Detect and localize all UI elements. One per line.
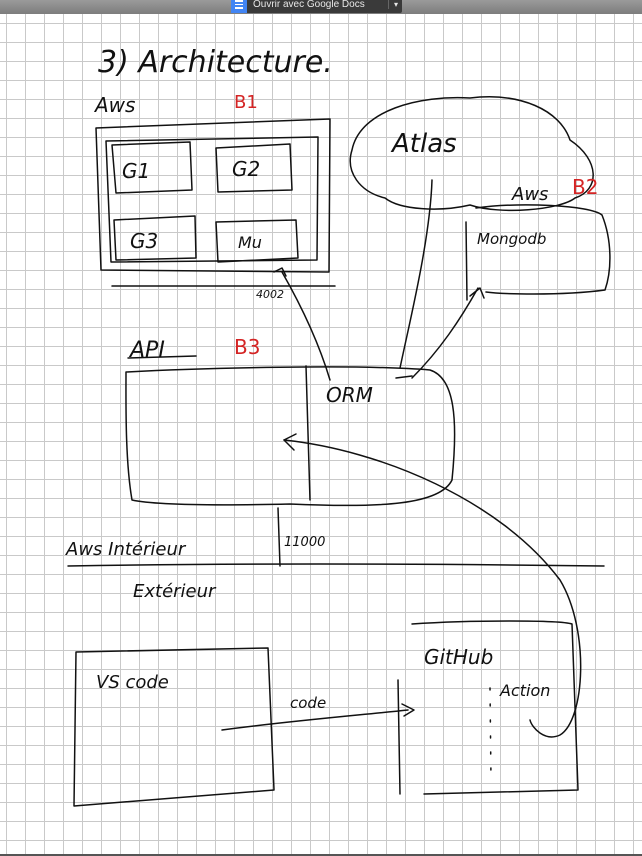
- orm-label: ORM: [326, 383, 373, 407]
- atlas-cloud: [349, 96, 594, 212]
- b1-label: B1: [234, 92, 258, 113]
- vscode-box: [73, 647, 275, 807]
- page-bottom-border: [0, 854, 642, 856]
- google-docs-icon: [231, 0, 247, 13]
- api-box: [125, 366, 456, 507]
- vscode-to-github-connector: [221, 709, 409, 731]
- vscode-label: VS code: [96, 672, 169, 693]
- api-divider: [305, 365, 311, 501]
- github-box: [411, 620, 579, 795]
- action-dotted-line: [489, 687, 492, 781]
- chevron-down-icon[interactable]: ▾: [387, 0, 398, 9]
- aws-b1-label: Aws: [93, 93, 135, 117]
- port-11000-connector: [277, 507, 281, 567]
- aws-b1-box: [95, 118, 331, 273]
- github-action-to-api-connector: [283, 439, 582, 738]
- open-with-google-docs-button[interactable]: Ouvrir avec Google Docs ▾: [231, 0, 402, 13]
- mu-box: [215, 219, 299, 263]
- g3-box: [113, 215, 197, 261]
- aws-b2-label: Aws: [511, 184, 548, 205]
- atlas-label: Atlas: [390, 129, 457, 159]
- exterieur-label: Extérieur: [133, 581, 217, 602]
- api-label: API: [128, 338, 165, 363]
- action-label: Action: [499, 681, 550, 700]
- viewer-toolbar: Ouvrir avec Google Docs ▾: [0, 0, 642, 14]
- open-with-label: Ouvrir avec Google Docs: [253, 0, 365, 10]
- mongodb-to-orm-connector: [411, 287, 479, 379]
- mu-label: Mu: [238, 233, 262, 252]
- mu-to-orm-connector: [281, 271, 331, 381]
- b3-label: B3: [234, 335, 260, 359]
- aws-b1-inner-box: [105, 136, 319, 263]
- port-11000-label: 11000: [284, 535, 325, 550]
- g2-label: G2: [232, 157, 260, 181]
- aws-b2-box: [475, 204, 611, 295]
- aws-interieur-label: Aws Intérieur: [65, 539, 187, 560]
- mongodb-label: Mongodb: [477, 230, 546, 248]
- g2-box: [215, 143, 293, 193]
- port-4002-label: 4002: [256, 288, 284, 301]
- atlas-to-orm-connector: [399, 179, 433, 369]
- g1-box: [111, 141, 193, 194]
- diagram-title: 3) Architecture.: [98, 45, 333, 80]
- interior-exterior-boundary: [67, 563, 605, 567]
- g3-label: G3: [130, 229, 158, 253]
- github-label: GitHub: [424, 645, 493, 669]
- g1-label: G1: [122, 159, 150, 183]
- code-label: code: [290, 694, 326, 712]
- b2-label: B2: [572, 175, 598, 199]
